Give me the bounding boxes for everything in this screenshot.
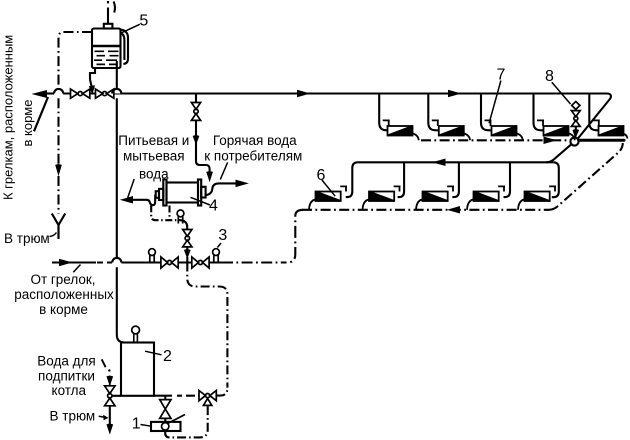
- svg-text:В трюм: В трюм: [50, 408, 96, 423]
- svg-text:мытьевая: мытьевая: [123, 149, 185, 164]
- svg-text:6: 6: [317, 167, 326, 184]
- svg-text:1: 1: [132, 416, 141, 433]
- svg-text:3: 3: [218, 227, 227, 244]
- svg-text:7: 7: [497, 66, 506, 83]
- svg-text:К грелкам, расположенным: К грелкам, расположенным: [1, 35, 16, 200]
- svg-text:в корме: в корме: [39, 302, 88, 317]
- svg-text:В трюм: В трюм: [4, 231, 50, 246]
- svg-text:подпитки: подпитки: [38, 369, 95, 384]
- svg-text:Питьевая и: Питьевая и: [118, 133, 189, 148]
- svg-text:вода: вода: [139, 167, 169, 182]
- svg-text:Горячая вода: Горячая вода: [213, 133, 297, 148]
- svg-text:5: 5: [139, 13, 148, 30]
- svg-text:2: 2: [163, 348, 172, 365]
- svg-text:расположенных: расположенных: [14, 287, 114, 302]
- svg-text:в корме: в корме: [20, 100, 35, 147]
- svg-text:8: 8: [545, 68, 554, 85]
- svg-text:От грелок,: От грелок,: [30, 272, 95, 287]
- svg-text:котла: котла: [52, 383, 87, 398]
- svg-text:4: 4: [209, 198, 218, 215]
- svg-text:Вода для: Вода для: [37, 354, 95, 369]
- svg-text:к потребителям: к потребителям: [204, 149, 302, 164]
